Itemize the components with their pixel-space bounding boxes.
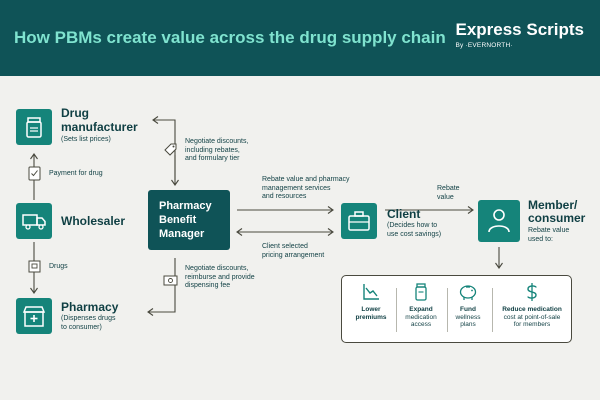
benefit-desc-line: for members xyxy=(513,321,551,328)
benefit-title-line: premiums xyxy=(355,313,387,321)
member-desc: Rebate value used to: xyxy=(528,227,569,244)
manufacturer-name: Drug manufacturer xyxy=(61,106,138,134)
member-name-line2: consumer xyxy=(528,211,586,225)
pbm-box: Pharmacy Benefit Manager xyxy=(148,190,230,250)
benefit-divider xyxy=(492,288,493,332)
benefit-desc-line: medication xyxy=(405,313,437,321)
benefit-expand-access: Expand medication access xyxy=(395,282,447,329)
benefit-desc-line: plans xyxy=(460,321,476,328)
header-banner: How PBMs create value across the drug su… xyxy=(0,0,600,76)
rebate-services-line2: management services xyxy=(262,184,331,192)
client-desc: (Decides how to use cost savings) xyxy=(387,222,441,239)
benefit-reduce-cost: Reduce medication cost at point-of-sale … xyxy=(493,282,571,329)
pharmacy-store-icon xyxy=(22,306,46,327)
benefit-desc-line: cost at point-of-sale xyxy=(503,313,561,321)
client-name: Client xyxy=(387,207,421,221)
benefit-divider xyxy=(447,288,448,332)
wholesaler-name: Wholesaler xyxy=(61,214,126,228)
rebate-value-line2: value xyxy=(437,193,454,201)
manufacturer-name-line1: Drug xyxy=(61,106,89,120)
benefit-divider xyxy=(396,288,397,332)
member-name: Member/ consumer xyxy=(528,199,585,225)
negotiate-bottom-line1: Negotiate discounts, xyxy=(185,265,249,272)
benefit-title-line: Lower xyxy=(361,306,381,313)
member-desc-line1: Rebate value xyxy=(528,227,570,234)
piggy-bank-icon xyxy=(459,285,477,300)
medication-icon xyxy=(415,283,427,301)
drug-box-icon xyxy=(28,260,41,273)
rebate-services-line3: and resources xyxy=(262,193,307,200)
benefit-desc: medication access xyxy=(395,314,447,329)
benefit-title: Fund xyxy=(460,306,476,313)
benefit-fund-wellness: Fund wellness plans xyxy=(442,282,494,329)
client-desc-line2: use cost savings) xyxy=(387,230,442,238)
pbm-label: Pharmacy Benefit Manager xyxy=(159,199,212,241)
negotiate-top-label: Negotiate discounts, including rebates, … xyxy=(185,138,248,164)
benefit-title: Lower premiums xyxy=(345,306,397,321)
pill-bottle-icon xyxy=(26,117,42,138)
client-selected-label: Client selected pricing arrangement xyxy=(262,243,324,260)
client-selected-line2: pricing arrangement xyxy=(262,251,325,259)
negotiate-top-line2: including rebates, xyxy=(185,146,240,154)
benefit-desc-line: access xyxy=(410,321,432,328)
brand-name: Express Scripts xyxy=(455,20,584,39)
receipt-icon xyxy=(28,166,41,181)
brand-logo: Express Scripts By ·EVERNORTH· xyxy=(455,20,584,49)
page-title: How PBMs create value across the drug su… xyxy=(14,28,446,47)
chart-down-icon xyxy=(363,284,379,300)
rebate-services-label: Rebate value and pharmacy management ser… xyxy=(262,176,350,202)
manufacturer-name-line2: manufacturer xyxy=(61,120,138,134)
briefcase-icon xyxy=(348,211,370,231)
benefit-title: Reduce medication xyxy=(502,306,562,313)
pharmacy-desc: (Dispenses drugs to consumer) xyxy=(61,315,115,332)
manufacturer-desc: (Sets list prices) xyxy=(61,136,111,143)
client-selected-line1: Client selected xyxy=(262,243,308,250)
client-desc-line1: (Decides how to xyxy=(387,222,438,229)
negotiate-bottom-label: Negotiate discounts, reimburse and provi… xyxy=(185,265,255,291)
wholesaler-icon-box xyxy=(16,203,52,239)
pbm-label-line1: Pharmacy xyxy=(159,200,212,212)
negotiate-top-line3: and formulary tier xyxy=(185,155,240,162)
member-name-line1: Member/ xyxy=(528,198,578,212)
pharmacy-name: Pharmacy xyxy=(61,300,119,314)
rebate-value-label: Rebate value xyxy=(437,185,460,202)
payment-label: Payment for drug xyxy=(49,170,103,177)
pbm-label-line3: Manager xyxy=(159,228,205,240)
benefit-desc-line: wellness xyxy=(455,313,481,321)
negotiate-bottom-line2: reimburse and provide xyxy=(185,273,255,281)
person-icon xyxy=(488,209,510,233)
benefit-desc: cost at point-of-sale for members xyxy=(493,314,571,329)
truck-icon xyxy=(22,214,46,230)
brand-subtitle: By ·EVERNORTH· xyxy=(455,42,513,49)
benefit-lower-premiums: Lower premiums xyxy=(345,282,397,321)
rebate-value-line1: Rebate xyxy=(437,185,460,192)
member-icon-box xyxy=(478,200,520,242)
pbm-label-line2: Benefit xyxy=(159,214,197,226)
tag-icon xyxy=(164,143,177,156)
benefit-title: Expand xyxy=(409,306,433,313)
pharmacy-desc-line2: to consumer) xyxy=(61,323,102,331)
benefit-desc: wellness plans xyxy=(442,314,494,329)
money-icon xyxy=(163,275,178,286)
member-desc-line2: used to: xyxy=(528,235,553,243)
drugs-label: Drugs xyxy=(49,263,68,270)
negotiate-top-line1: Negotiate discounts, xyxy=(185,138,249,145)
negotiate-bottom-line3: dispensing fee xyxy=(185,282,231,289)
rebate-services-line1: Rebate value and pharmacy xyxy=(262,176,350,183)
pharmacy-icon-box xyxy=(16,298,52,334)
manufacturer-icon-box xyxy=(16,109,52,145)
client-icon-box xyxy=(341,203,377,239)
pharmacy-desc-line1: (Dispenses drugs xyxy=(61,315,116,322)
dollar-icon xyxy=(527,283,537,301)
